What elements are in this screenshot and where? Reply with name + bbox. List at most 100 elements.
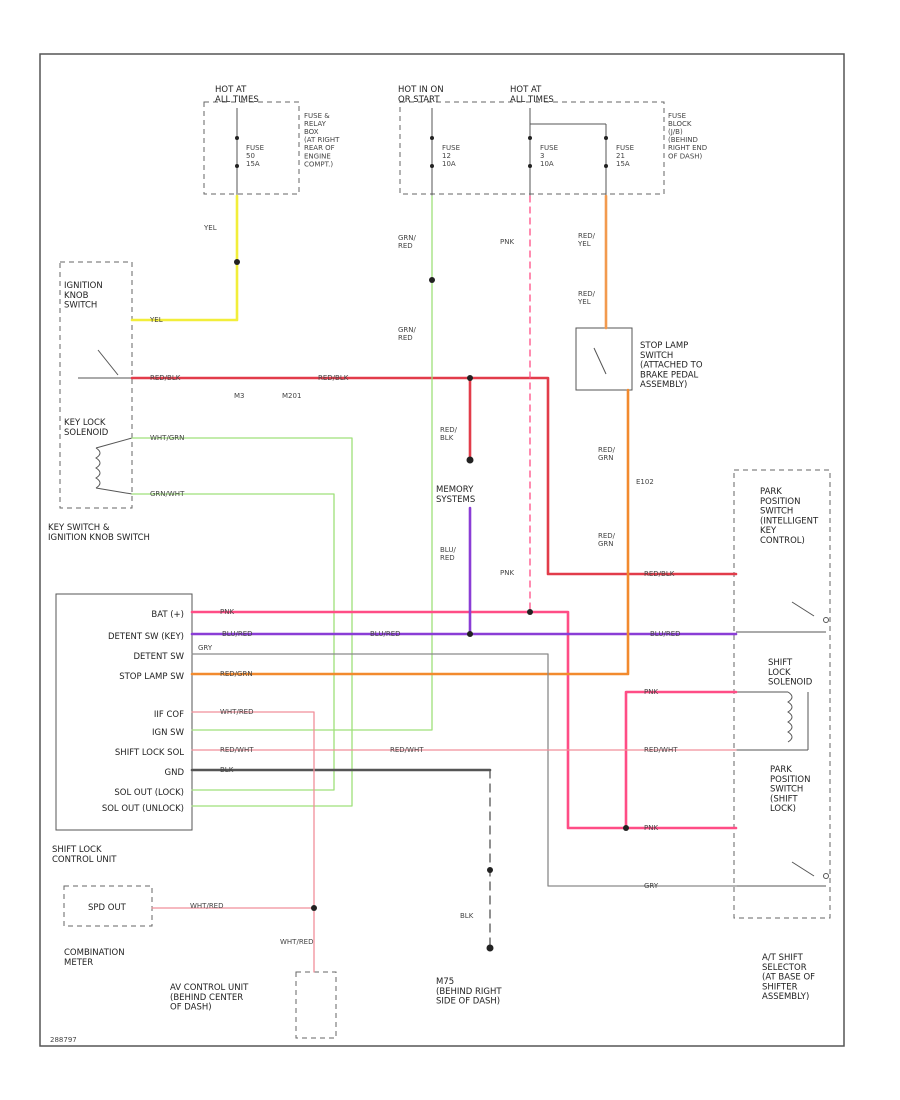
ground-dot [486, 944, 494, 952]
unit-pin-8: GND [165, 768, 185, 778]
junction-pnk [527, 609, 533, 615]
label-blured-3: BLU/RED [650, 630, 681, 638]
label-pnk-5: PNK [644, 824, 658, 832]
label-redgrn: RED/GRN [220, 670, 253, 678]
label-redwht-3: RED/WHT [644, 746, 678, 754]
wire-grey [191, 653, 737, 887]
label-whtgrn: WHT/GRN [150, 434, 184, 442]
wire-wht-grn [131, 437, 353, 807]
unit-pin-2: DETENT SW (KEY) [108, 632, 184, 642]
label-blured-2: BLU/RED [370, 630, 401, 638]
spd-out-label: SPD OUT [88, 903, 127, 913]
unit-pin-6: IGN SW [152, 728, 185, 738]
junction-whtred [311, 905, 317, 911]
wire-wht-red [191, 711, 315, 973]
label-m3: M3 [234, 392, 245, 400]
label-redgrn-v: RED/GRN [598, 446, 616, 462]
label-redgrn-v2: RED/GRN [598, 532, 616, 548]
label-redblk-3: RED/BLK [644, 570, 675, 578]
unit-pin-7: SHIFT LOCK SOL [115, 748, 184, 758]
label-yel-2: YEL [149, 316, 163, 324]
label-e102: E102 [636, 478, 654, 486]
label-grey-2: GRY [644, 882, 659, 890]
label-blk-2: BLK [460, 912, 474, 920]
wire-grn-wht [131, 493, 335, 791]
unit-pin-9: SOL OUT (LOCK) [114, 788, 184, 798]
label-blured: BLU/RED [222, 630, 253, 638]
wire-yellow [130, 194, 239, 322]
label-redwht-2: RED/WHT [390, 746, 424, 754]
junction-blk [487, 867, 493, 873]
unit-pin-1: BAT (+) [151, 610, 184, 620]
wire-red-black [130, 376, 738, 576]
junction-redblk [467, 375, 473, 381]
label-redwht: RED/WHT [220, 746, 254, 754]
label-pnk-4: PNK [644, 688, 658, 696]
label-pnk: PNK [220, 608, 234, 616]
junction-pnk-2 [623, 825, 629, 831]
label-grnred-2: GRN/RED [398, 326, 417, 342]
unit-pin-10: SOL OUT (UNLOCK) [102, 804, 184, 814]
label-whtred-2: WHT/RED [190, 902, 224, 910]
wire-red-grn [190, 388, 630, 676]
junction-grn [429, 277, 435, 283]
label-whtred: WHT/RED [220, 708, 254, 716]
wire-pink-solenoid [624, 690, 738, 830]
label-grnred: GRN/RED [398, 234, 417, 250]
unit-pin-3: DETENT SW [133, 652, 184, 662]
label-redblk-1: RED/BLK [150, 374, 181, 382]
unit-pin-5: IIF COF [154, 710, 184, 720]
label-redblk-v: RED/BLK [440, 426, 458, 442]
unit-pin-list: BAT (+) DETENT SW (KEY) DETENT SW STOP LAMP… [102, 610, 185, 814]
label-blk: BLK [220, 766, 234, 774]
label-grey: GRY [198, 644, 213, 652]
label-m201: M201 [282, 392, 301, 400]
diagram-border [39, 53, 845, 1047]
key-switch-ignition-label: KEY SWITCH &IGNITION KNOB SWITCH [48, 523, 150, 543]
wire-pink [190, 610, 738, 830]
label-pnk-3: PNK [500, 238, 514, 246]
label-redyel: RED/YEL [577, 232, 596, 248]
diagram-code: 288797 [50, 1036, 77, 1044]
label-pnk-2: PNK [500, 569, 514, 577]
label-whtred-3: WHT/RED [280, 938, 314, 946]
label-redblk-2: RED/BLK [318, 374, 349, 382]
label-redyel-2: RED/YEL [577, 290, 596, 306]
unit-pin-4: STOP LAMP SW [119, 672, 184, 682]
label-blured-v: BLU/RED [440, 546, 456, 562]
label-yel: YEL [203, 224, 217, 232]
label-grnwht: GRN/WHT [150, 490, 185, 498]
wire-green-red [191, 195, 433, 731]
junction-yel [234, 259, 240, 265]
junction-memory-1 [466, 456, 474, 464]
